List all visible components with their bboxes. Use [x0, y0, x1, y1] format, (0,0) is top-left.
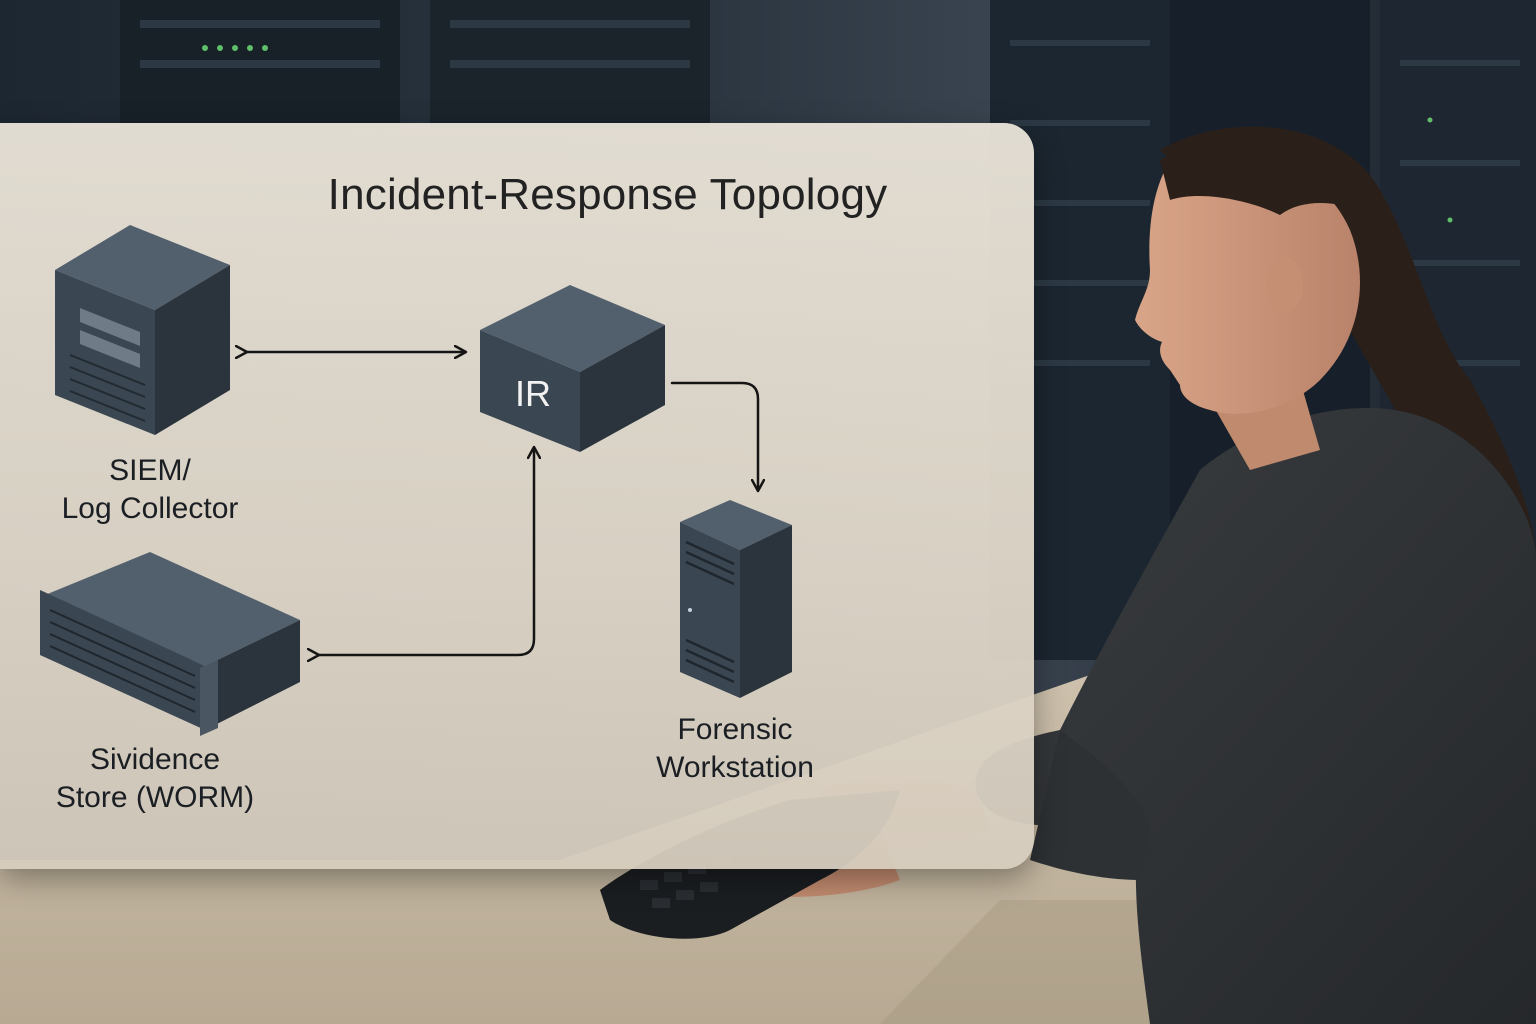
siem-server-icon: [55, 225, 230, 435]
evidence-label-line2: Store (WORM): [55, 781, 255, 814]
forensic-label-line2: Workstation: [656, 751, 814, 784]
diagram-title: Incident-Response Topology: [327, 170, 888, 219]
ir-forensic-arrow: [670, 381, 758, 490]
evidence-label-line1: Sividence: [89, 743, 221, 776]
evidence-store-label: Sividence Store (WORM): [20, 741, 290, 817]
forensic-workstation-label: Forensic Workstation: [610, 711, 860, 787]
forensic-workstation-icon: [680, 500, 792, 698]
siem-label-line1: SIEM/: [109, 454, 191, 487]
ir-node-label: IR: [515, 373, 551, 414]
ir-node-icon: IR: [480, 285, 665, 452]
evidence-ir-arrow: [318, 448, 534, 655]
siem-label: SIEM/ Log Collector: [20, 452, 280, 528]
forensic-label-line1: Forensic: [677, 713, 793, 746]
evidence-store-icon: [40, 552, 300, 736]
siem-label-line2: Log Collector: [61, 492, 239, 525]
